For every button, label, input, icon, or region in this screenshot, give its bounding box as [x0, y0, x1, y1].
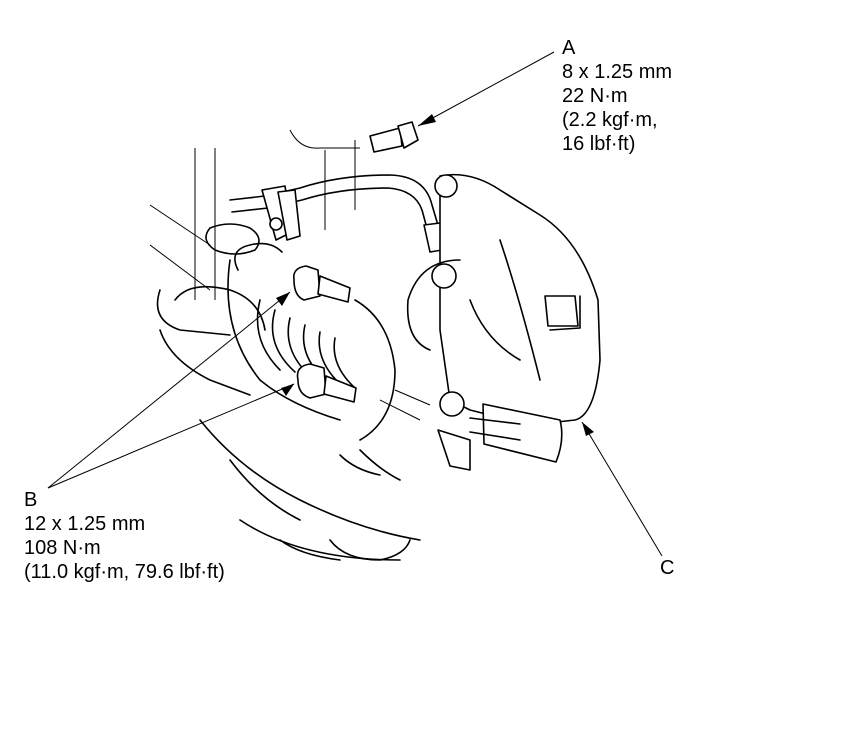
callout-a-thread-size: 8 x 1.25 mm [562, 61, 673, 83]
callout-a-torque-kgfm: (2.2 kgf·m, [562, 109, 658, 131]
callout-c-letter: C [660, 557, 675, 579]
callout-b-letter: B [24, 489, 38, 511]
callout-b-torque-alt: (11.0 kgf·m, 79.6 lbf·ft) [24, 561, 225, 583]
callout-b-torque-nm: 108 N·m [24, 537, 101, 559]
suspension-outline [149, 129, 431, 561]
callout-c: C [660, 556, 674, 580]
callout-b-thread-size: 12 x 1.25 mm [24, 513, 146, 535]
callout-a-torque-lbfft: 16 lbf·ft) [562, 133, 636, 155]
leader-lines [47, 51, 663, 557]
brake-caliper [406, 173, 601, 471]
callout-a-torque-nm: 22 N·m [562, 85, 628, 107]
mounting-bolts-b [292, 265, 357, 403]
bolt-a [369, 121, 419, 153]
callout-b: B 12 x 1.25 mm 108 N·m (11.0 kgf·m, 79.6… [24, 488, 225, 584]
callout-a-letter: A [562, 37, 576, 59]
callout-a: A 8 x 1.25 mm 22 N·m (2.2 kgf·m, 16 lbf·… [562, 36, 672, 156]
